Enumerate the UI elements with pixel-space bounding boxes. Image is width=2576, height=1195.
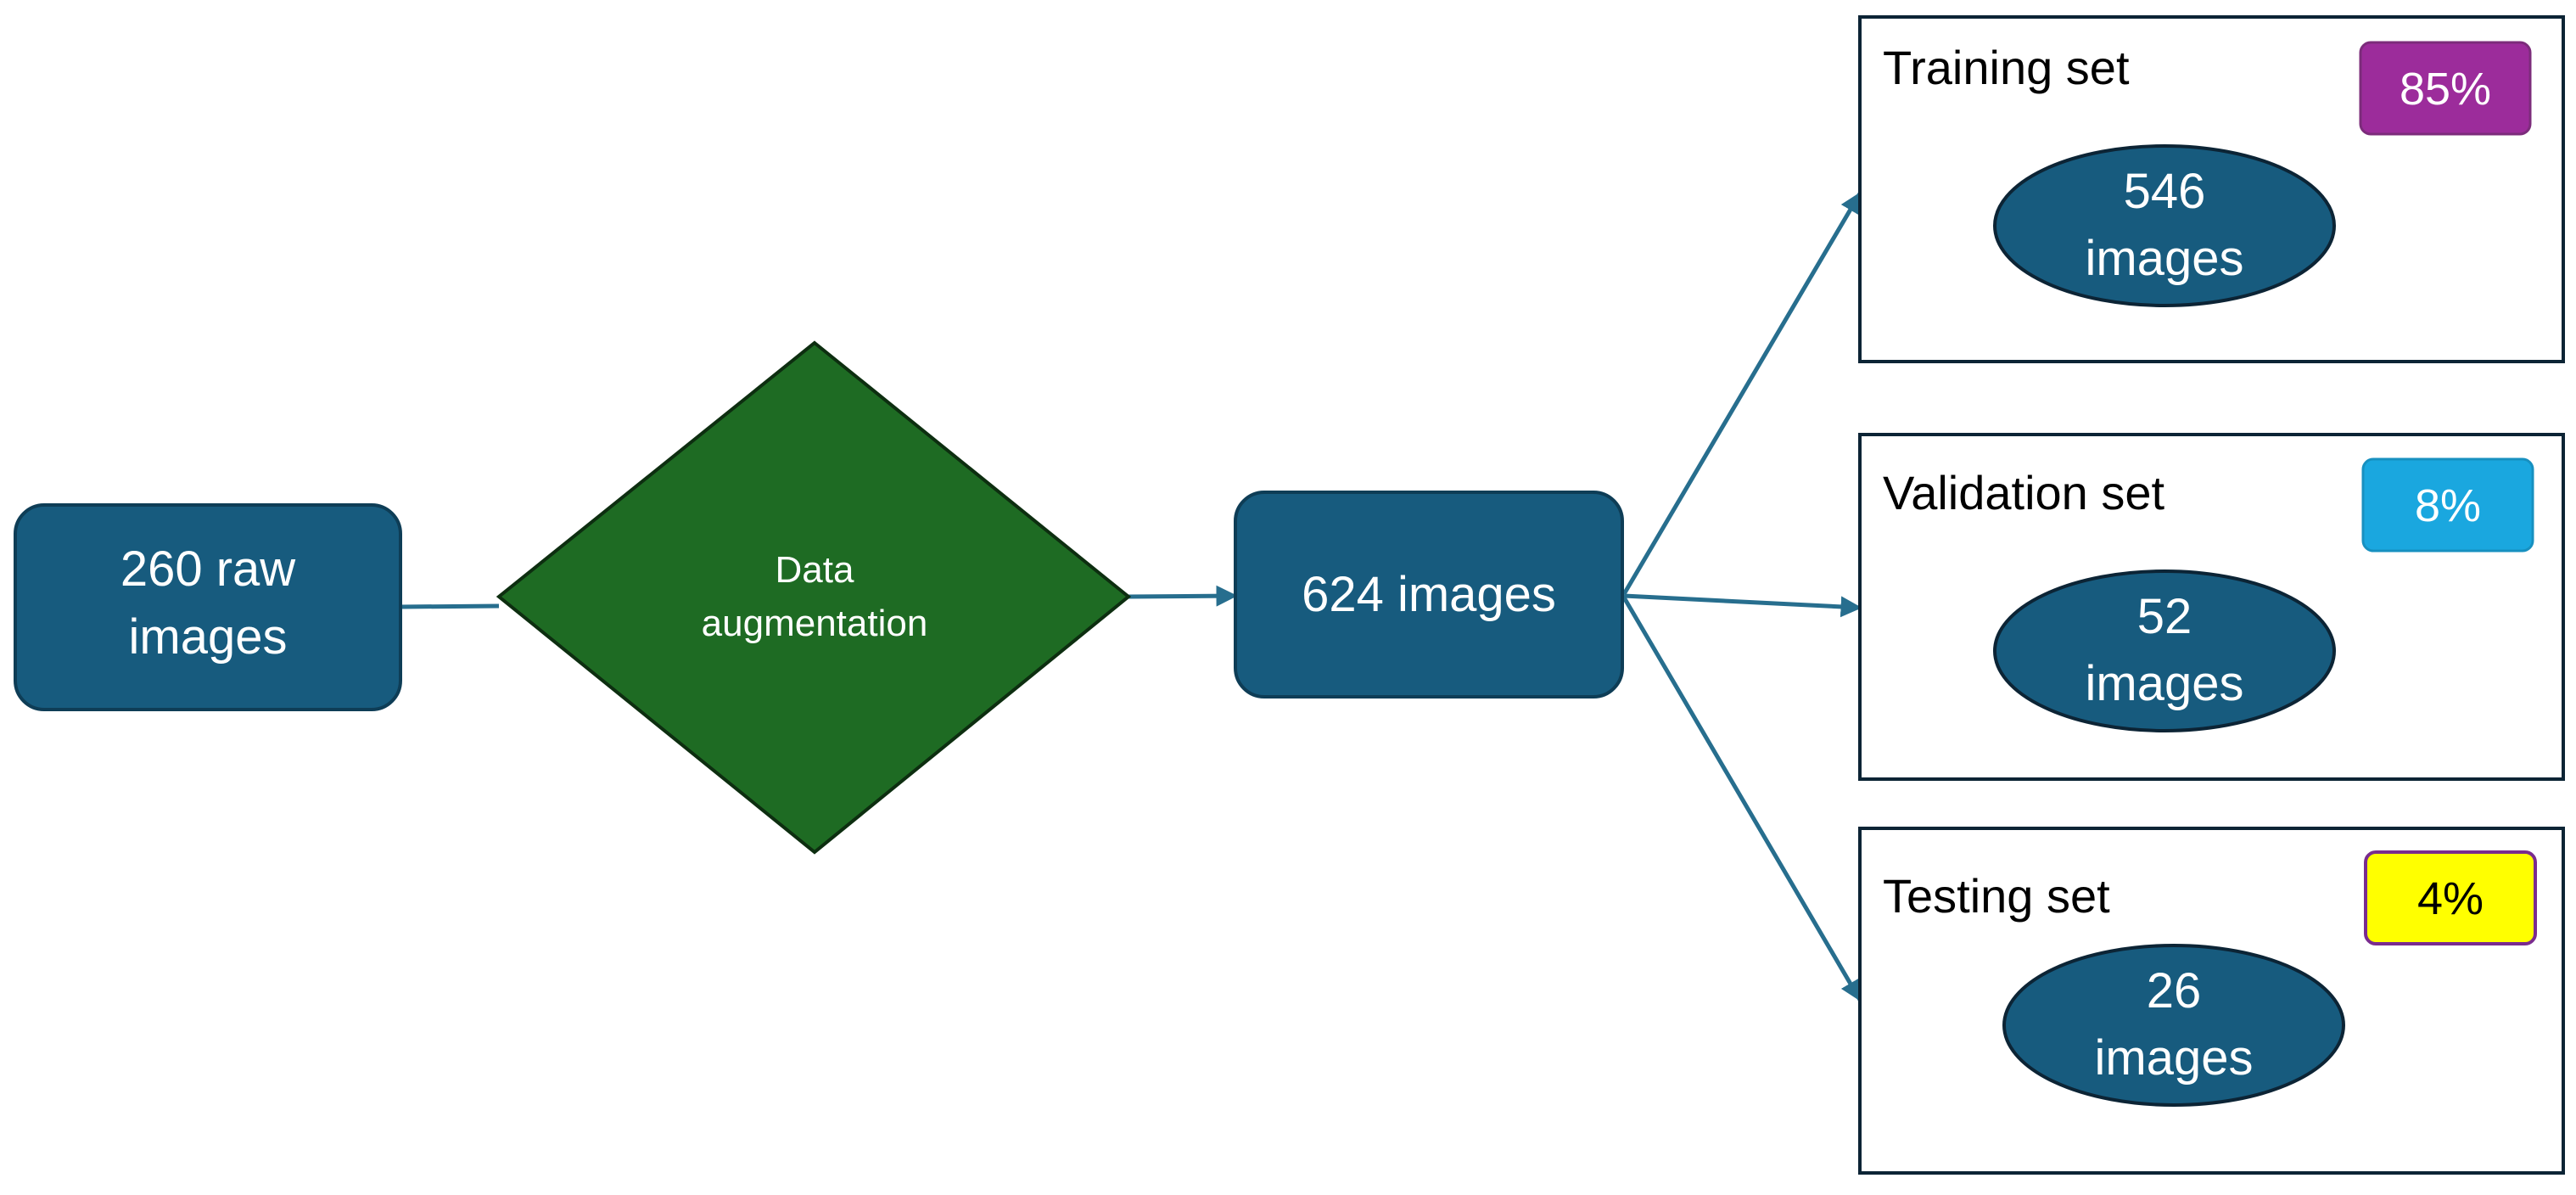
testing-count-ellipse: 26 images (2002, 944, 2345, 1107)
validation-count-ellipse: 52 images (1993, 569, 2336, 732)
raw-images-label-line1: 260 raw (120, 541, 296, 597)
data-augmentation-label-line2: augmentation (702, 603, 928, 644)
arrow-to-training-set (1621, 191, 1862, 596)
validation-count-unit: images (2086, 656, 2244, 711)
data-augmentation-node: Data augmentation (496, 340, 1132, 855)
validation-set-panel: Validation set 8% 52 images (1858, 433, 2565, 781)
training-percent-badge: 85% (2359, 41, 2532, 136)
validation-percent-badge: 8% (2361, 457, 2534, 553)
data-augmentation-label-line1: Data (776, 549, 854, 591)
training-set-title: Training set (1883, 41, 2130, 94)
arrow-to-testing-set (1621, 596, 1862, 1002)
arrow-augmentation-to-augmented (1128, 585, 1238, 607)
raw-images-node: 260 raw images (14, 503, 402, 711)
validation-percent-label: 8% (2415, 480, 2481, 531)
arrow-to-validation-set (1623, 593, 1862, 618)
testing-set-title: Testing set (1883, 869, 2110, 923)
training-percent-label: 85% (2400, 64, 2491, 115)
augmented-images-node: 624 images (1234, 491, 1624, 698)
testing-count-value: 26 (2147, 963, 2202, 1018)
testing-set-panel: Testing set 4% 26 images (1858, 827, 2565, 1175)
training-set-panel: Training set 85% 546 images (1858, 15, 2565, 363)
validation-set-title: Validation set (1883, 466, 2165, 519)
training-count-unit: images (2086, 231, 2244, 286)
augmented-images-label: 624 images (1302, 567, 1556, 622)
testing-count-unit: images (2095, 1030, 2254, 1086)
validation-count-value: 52 (2137, 589, 2192, 644)
testing-percent-label: 4% (2417, 873, 2484, 924)
training-count-value: 546 (2124, 164, 2206, 219)
raw-images-label-line2: images (129, 609, 288, 665)
connector-raw-to-augmentation (400, 603, 500, 609)
training-count-ellipse: 546 images (1993, 144, 2336, 307)
testing-percent-badge: 4% (2364, 850, 2537, 945)
